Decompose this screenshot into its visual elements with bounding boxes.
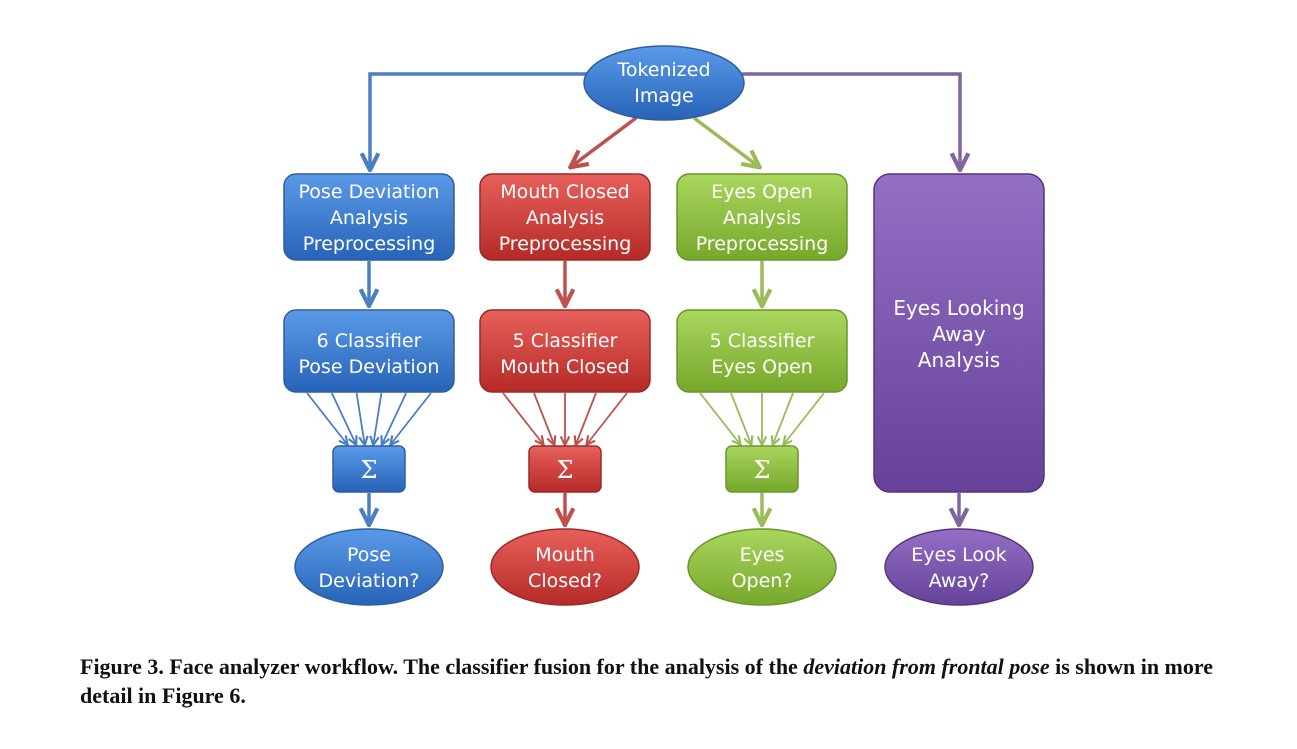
pre-mouth-line1: Mouth Closed — [500, 181, 629, 203]
preprocessing-mouth-box: Mouth Closed Analysis Preprocessing — [479, 173, 651, 261]
fan-arrow-eyes — [699, 392, 740, 444]
out-pose-line1: Pose — [347, 544, 391, 566]
out-mouth-line2: Closed? — [528, 570, 602, 592]
cls-mouth-line2: Mouth Closed — [500, 356, 629, 378]
fan-arrow-pose — [330, 392, 356, 444]
fan-arrow-eyes — [784, 392, 825, 444]
sum-mouth-box: Σ — [528, 445, 602, 493]
caption-prefix: Figure 3. Face analyzer workflow. The cl… — [80, 654, 804, 679]
caption-suffix: is shown in more detail in Figure 6. — [80, 654, 1214, 708]
classifier-fan-arrows — [306, 392, 825, 444]
figure-caption: Figure 3. Face analyzer workflow. The cl… — [80, 652, 1260, 710]
fan-arrow-mouth — [502, 392, 543, 444]
fan-arrow-pose — [306, 392, 347, 444]
away-line2: Away — [932, 322, 985, 346]
out-eyes-line1: Eyes — [740, 544, 785, 566]
out-mouth-line1: Mouth — [535, 544, 595, 566]
cls-pose-line1: 6 Classifier — [317, 330, 422, 352]
tokenized-image-line2: Image — [634, 85, 694, 107]
cls-eyes-line1: 5 Classifier — [710, 330, 815, 352]
out-away-line2: Away? — [929, 570, 990, 592]
workflow-diagram: Tokenized Image Pose Deviation Analysis … — [283, 45, 1045, 606]
sum-eyes-symbol: Σ — [754, 456, 771, 484]
sum-pose-symbol: Σ — [361, 456, 378, 484]
away-analysis-box: Eyes Looking Away Analysis — [873, 173, 1045, 493]
preprocessing-eyes-box: Eyes Open Analysis Preprocessing — [676, 173, 848, 261]
connector-to-mouth — [572, 116, 638, 166]
cls-mouth-line1: 5 Classifier — [513, 330, 618, 352]
connector-to-pose — [370, 72, 590, 168]
fan-arrow-pose — [391, 392, 432, 444]
away-line1: Eyes Looking — [893, 296, 1024, 320]
fan-arrow-mouth — [533, 392, 554, 444]
pre-pose-line3: Preprocessing — [303, 233, 436, 255]
pre-mouth-line3: Preprocessing — [499, 233, 632, 255]
caption-emphasis: deviation from frontal pose — [803, 654, 1050, 679]
pre-pose-line1: Pose Deviation — [299, 181, 440, 203]
away-line3: Analysis — [918, 348, 1000, 372]
fan-arrow-eyes — [773, 392, 794, 444]
fan-arrow-mouth — [576, 392, 597, 444]
sum-eyes-box: Σ — [725, 445, 799, 493]
sum-pose-box: Σ — [332, 445, 406, 493]
cls-eyes-line2: Eyes Open — [711, 356, 813, 378]
connector-to-eyes — [692, 116, 758, 166]
connector-to-away — [742, 72, 960, 168]
classifier-eyes-box: 5 Classifier Eyes Open — [676, 309, 848, 393]
out-eyes-line2: Open? — [732, 570, 793, 592]
top-connectors — [370, 72, 960, 168]
pre-eyes-line2: Analysis — [723, 207, 801, 229]
pre-eyes-line1: Eyes Open — [711, 181, 813, 203]
classifier-pose-box: 6 Classifier Pose Deviation — [283, 309, 455, 393]
cls-pose-line2: Pose Deviation — [299, 356, 440, 378]
fan-arrow-pose — [382, 392, 408, 444]
output-away: Eyes Look Away? — [884, 528, 1034, 606]
tokenized-image-line1: Tokenized — [616, 59, 710, 81]
out-pose-line2: Deviation? — [319, 570, 420, 592]
fan-arrow-mouth — [587, 392, 628, 444]
pre-eyes-line3: Preprocessing — [696, 233, 829, 255]
fan-arrow-pose — [373, 392, 383, 444]
output-pose: Pose Deviation? — [294, 528, 444, 606]
output-eyes: Eyes Open? — [687, 528, 837, 606]
out-away-line1: Eyes Look — [911, 544, 1006, 566]
mid-arrows — [369, 261, 762, 304]
fan-arrow-pose — [355, 392, 365, 444]
sum-mouth-symbol: Σ — [557, 456, 574, 484]
output-mouth: Mouth Closed? — [490, 528, 640, 606]
bottom-arrows — [369, 493, 959, 523]
fan-arrow-eyes — [730, 392, 751, 444]
tokenized-image-node: Tokenized Image — [583, 45, 745, 121]
classifier-mouth-box: 5 Classifier Mouth Closed — [479, 309, 651, 393]
preprocessing-pose-box: Pose Deviation Analysis Preprocessing — [283, 173, 455, 261]
pre-pose-line2: Analysis — [330, 207, 408, 229]
pre-mouth-line2: Analysis — [526, 207, 604, 229]
